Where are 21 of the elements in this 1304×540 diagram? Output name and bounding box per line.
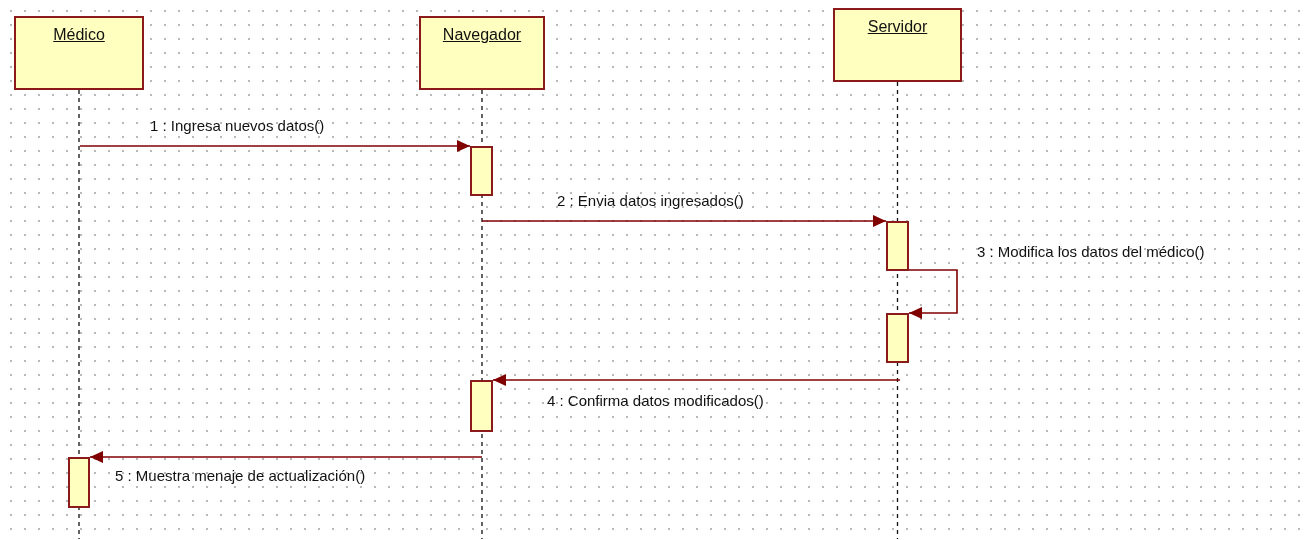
message-arrow — [492, 374, 901, 386]
message-label: 3 : Modifica los datos del médico() — [977, 242, 1205, 262]
participant-box — [419, 16, 545, 90]
participant-box — [14, 16, 144, 90]
participant-box — [833, 8, 962, 82]
activation-bar — [886, 221, 909, 271]
message-label: 1 : Ingresa nuevos datos() — [150, 116, 325, 136]
message-label: 4 : Confirma datos modificados() — [547, 391, 764, 411]
message-arrow — [481, 215, 887, 227]
participant-name: Médico — [53, 26, 105, 43]
message-label: 5 : Muestra menaje de actualización() — [115, 466, 366, 486]
participant-name: Navegador — [442, 26, 522, 43]
message-arrow — [79, 140, 471, 152]
activation-bar — [68, 457, 90, 508]
participant-name: Servidor — [867, 18, 928, 35]
message-arrow — [89, 451, 483, 463]
message-label: 2 : Envia datos ingresados() — [557, 191, 744, 211]
activation-bar — [886, 313, 909, 363]
message-arrow — [908, 269, 958, 319]
activation-bar — [470, 146, 493, 196]
activation-bar — [470, 380, 493, 432]
